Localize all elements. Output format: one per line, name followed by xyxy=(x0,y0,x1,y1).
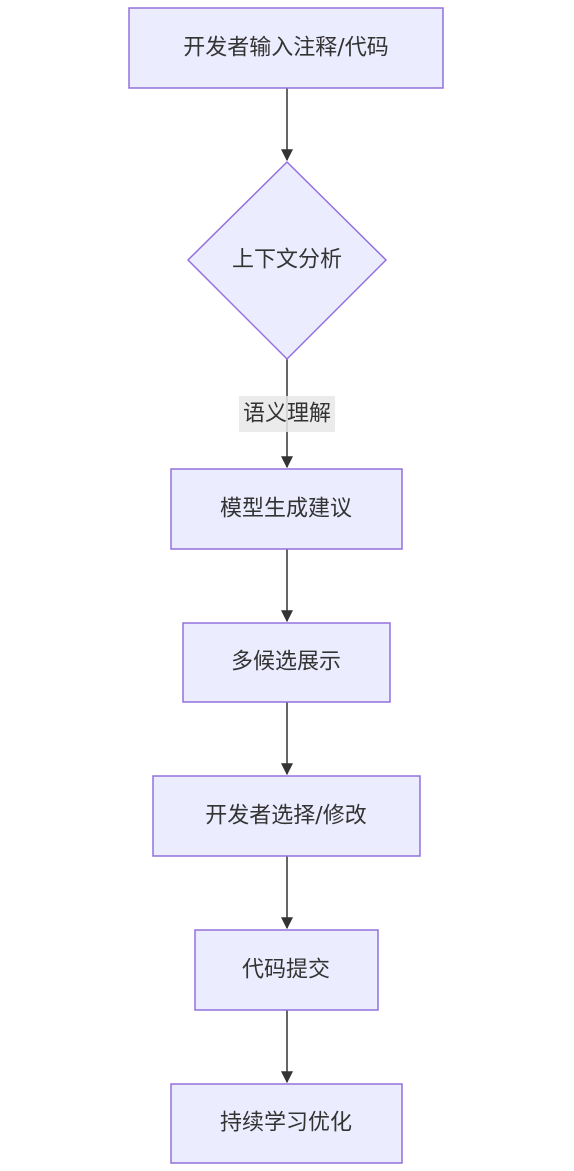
node-box xyxy=(170,468,403,550)
node-label: 开发者选择/修改 xyxy=(205,804,366,829)
node-label: 持续学习优化 xyxy=(220,1111,352,1136)
node-box xyxy=(128,7,444,89)
node-box xyxy=(194,929,379,1011)
edge-label-background xyxy=(239,396,335,432)
node-label: 上下文分析 xyxy=(232,248,342,273)
edge-label-semantic: 语义理解 xyxy=(239,396,335,432)
node-developer-choose[interactable]: 开发者选择/修改 xyxy=(152,775,421,857)
node-label: 开发者输入注释/代码 xyxy=(183,36,388,61)
node-label: 模型生成建议 xyxy=(220,497,352,522)
node-box xyxy=(152,775,421,857)
node-label: 多候选展示 xyxy=(231,650,341,675)
edge-label-text: 语义理解 xyxy=(243,402,331,427)
node-continuous-learning[interactable]: 持续学习优化 xyxy=(170,1083,403,1164)
node-multi-candidate-display[interactable]: 多候选展示 xyxy=(182,622,391,703)
node-box xyxy=(170,1083,403,1164)
node-context-analysis[interactable]: 上下文分析 xyxy=(186,160,388,361)
node-code-commit[interactable]: 代码提交 xyxy=(194,929,379,1011)
node-model-generate[interactable]: 模型生成建议 xyxy=(170,468,403,550)
node-box xyxy=(182,622,391,703)
decision-diamond xyxy=(186,160,388,361)
node-label: 代码提交 xyxy=(242,958,330,983)
node-developer-input[interactable]: 开发者输入注释/代码 xyxy=(128,7,444,89)
